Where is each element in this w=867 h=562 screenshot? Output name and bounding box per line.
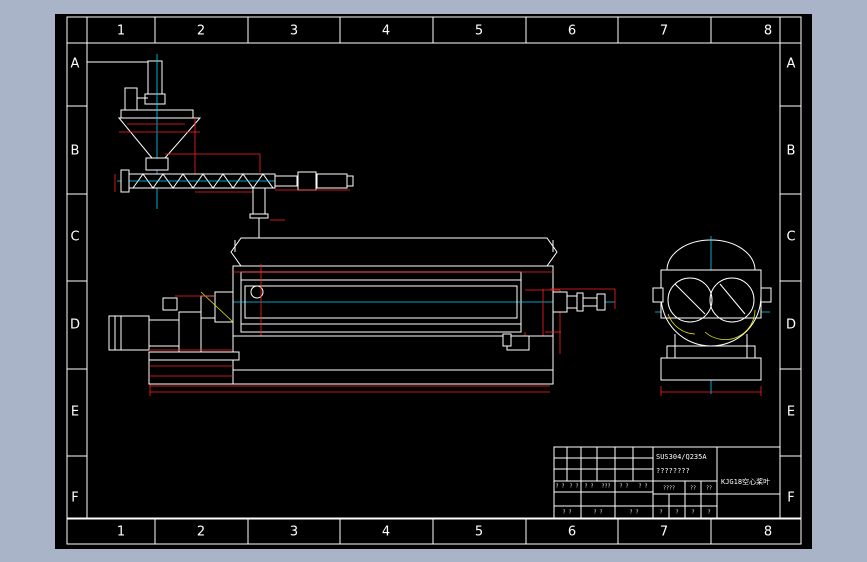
col-label: 1 [117,525,125,540]
grid-text: ? ? [619,484,628,490]
drawing-name: KJG18空心桨叶 [721,477,770,486]
col-label: 6 [568,525,576,540]
material-text: SUS304/Q235A [656,453,707,461]
hopper-motor [147,60,163,98]
column-ticks [154,17,712,544]
row-ticks [67,105,801,457]
row-label: A [71,57,80,72]
row-label: C [786,230,795,245]
col-label: 7 [660,24,668,39]
gear-reducer [178,311,202,353]
base-frame [232,335,554,385]
trough [232,265,554,337]
row-labels-left: A B C D E F [70,57,80,506]
grid-text: ? ? [569,484,578,490]
bottom-text: ? ? [562,510,571,516]
col-label: 5 [475,525,483,540]
col-label: 4 [382,24,390,39]
row-labels-right: A B C D E F [786,57,796,506]
col-label: 8 [764,24,772,39]
row-label: D [70,318,80,333]
grid-text: ??? [601,484,610,490]
col-label: 7 [660,525,668,540]
cad-canvas: 1 2 3 4 5 6 7 8 1 2 3 4 5 6 7 8 A B C D … [66,16,802,545]
dryer-body-front [149,237,615,396]
row-label: E [71,405,79,420]
row-label: B [787,144,796,159]
bottom-text: ? ? [629,510,638,516]
title-block: SUS304/Q235A ???????? KJG18空心桨叶 ???? ?? … [553,446,781,519]
row-label: F [787,491,794,506]
column-labels-bottom: 1 2 3 4 5 6 7 8 [117,525,772,540]
dryer-side-view [652,236,772,396]
screw-conveyor [114,153,354,252]
row-label: C [70,230,79,245]
conveyor-motor [316,173,348,189]
row-label: B [71,144,80,159]
col-label: 1 [117,24,125,39]
cell-text: ?? [690,486,696,492]
cell-text: ? [659,510,662,516]
column-labels-top: 1 2 3 4 5 6 7 8 [117,24,772,39]
grid-text: ? ? [584,484,593,490]
bottom-text: ? ? [593,510,602,516]
col-label: 6 [568,24,576,39]
grid-text: ? ? [555,484,564,490]
drive-motor [108,315,150,351]
bottom-strip [66,517,802,545]
drive-assembly [108,291,240,385]
row-label: D [786,318,796,333]
col-label: 2 [197,24,205,39]
feed-hopper-assembly [87,54,202,209]
col-label: 8 [764,525,772,540]
col-label: 4 [382,525,390,540]
outer-border [66,16,802,520]
cell-text: ? [691,510,694,516]
col-label: 5 [475,24,483,39]
grid-text: ? ? [638,484,647,490]
cell-text: ? [675,510,678,516]
col-label: 3 [290,525,298,540]
dryer-right-shaft-end [502,288,616,347]
cell-text: ???? [663,486,675,492]
drawing-sheet: 1 2 3 4 5 6 7 8 1 2 3 4 5 6 7 8 A B C D … [55,14,812,549]
material-note: ???????? [656,467,690,475]
row-label: F [71,491,78,506]
cell-text: ? [707,510,710,516]
row-label: E [787,405,795,420]
cell-text: ?? [706,486,712,492]
col-label: 2 [197,525,205,540]
col-label: 3 [290,24,298,39]
row-label: A [787,57,796,72]
